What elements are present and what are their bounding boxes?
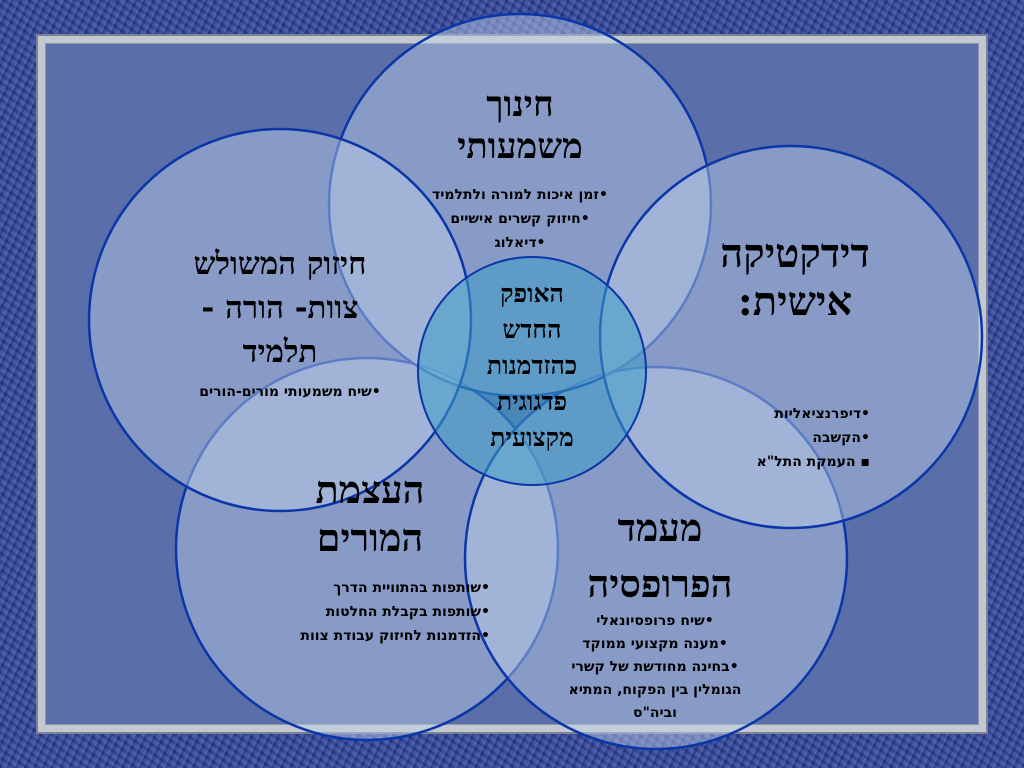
list-item: •שותפות בקבלת החלטות: [325, 604, 490, 620]
bottom-left-title-line: העצמת: [315, 467, 425, 512]
center-title-line: החדש: [502, 315, 562, 344]
list-item: •דיאלוג: [494, 235, 546, 251]
right-title: דידקטיקה אישית:: [660, 230, 930, 326]
center-title: האופק החדש כהזדמנות פדגוגית מקצועית: [452, 276, 612, 456]
list-item: •מענה מקצועי ממוקד: [582, 636, 728, 652]
right-title-line: אישית:: [737, 278, 853, 325]
list-item: •בחינה מחודשת של קשרי: [571, 659, 739, 675]
left-title: חיזוק המשולש צוות- הורה - תלמיד: [140, 242, 420, 374]
center-title-line: פדגוגית: [496, 387, 568, 416]
top-bullets: •זמן איכות למורה ולתלמיד •חיזוק קשרים אי…: [400, 183, 640, 255]
bottom-right-title-line: הפרופסיה: [587, 561, 733, 606]
left-title-line: תלמיד: [242, 334, 318, 370]
circle-center: [417, 256, 647, 486]
list-item: •שיח פרופסיונאלי: [596, 613, 714, 629]
bottom-left-title-line: המורים: [316, 515, 424, 560]
center-title-line: מקצועית: [490, 423, 574, 452]
bottom-right-title: מעמד הפרופסיה: [540, 500, 780, 612]
list-item: ▪ העמקת התל"א: [756, 454, 870, 470]
left-title-line: חיזוק המשולש: [193, 246, 367, 282]
top-title-line: חינוך: [486, 84, 554, 125]
center-title-line: האופק: [500, 279, 564, 308]
top-title: חינוך משמעותי: [400, 84, 640, 168]
bottom-left-bullets: •שותפות בהתוויית הדרך •שותפות בקבלת החלט…: [240, 576, 490, 648]
list-item: הגומלין בין הפקוח, המתיא: [568, 682, 742, 698]
right-title-line: דידקטיקה: [720, 230, 870, 277]
center-title-line: כהזדמנות: [486, 351, 578, 380]
list-item: •הקשבה: [812, 430, 870, 446]
list-item: •הזדמנות לחיזוק עבודת צוות: [300, 628, 490, 644]
bottom-left-title: העצמת המורים: [270, 466, 470, 562]
left-bullets: •שיח משמעותי מורים-הורים: [150, 380, 430, 404]
bottom-right-title-line: מעמד: [617, 505, 703, 550]
left-title-line: צוות- הורה -: [201, 290, 359, 326]
list-item: וביה"ס: [633, 705, 677, 721]
bottom-right-bullets: •שיח פרופסיונאלי •מענה מקצועי ממוקד •בחי…: [540, 610, 770, 725]
list-item: •שיח משמעותי מורים-הורים: [199, 384, 381, 400]
list-item: •שותפות בהתוויית הדרך: [333, 580, 490, 596]
right-bullets: •דיפרנציאליות •הקשבה ▪ העמקת התל"א: [700, 402, 870, 474]
top-title-line: משמעותי: [457, 126, 583, 167]
list-item: •חיזוק קשרים אישיים: [450, 211, 590, 227]
list-item: •דיפרנציאליות: [774, 406, 870, 422]
list-item: •זמן איכות למורה ולתלמיד: [432, 187, 608, 203]
